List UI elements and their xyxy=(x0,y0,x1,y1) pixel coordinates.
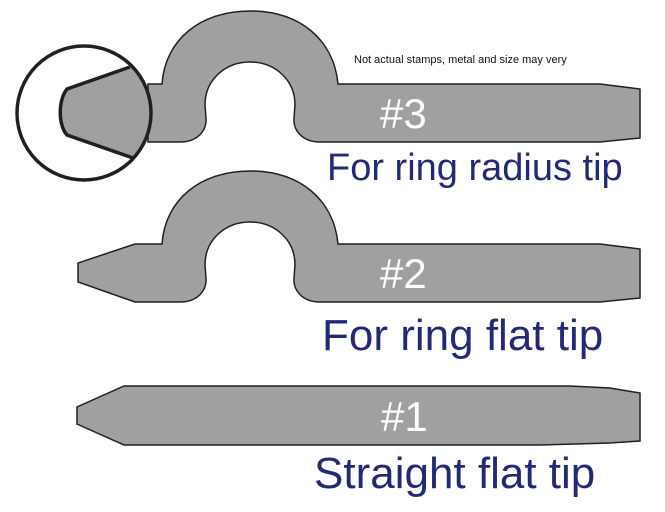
stamp-3-number: #3 xyxy=(380,90,427,137)
stamp-1-description: Straight flat tip xyxy=(314,449,596,498)
disclaimer-note: Not actual stamps, metal and size may ve… xyxy=(354,54,567,66)
stamp-3-description: For ring radius tip xyxy=(327,147,623,189)
detail-magnifier-icon xyxy=(15,44,153,182)
stamp-2-number: #2 xyxy=(380,250,427,297)
stamp-3-shape xyxy=(147,10,641,143)
stamp-2-description: For ring flat tip xyxy=(322,311,604,360)
stamp-2-shape xyxy=(77,170,641,303)
stamp-1-number: #1 xyxy=(381,393,428,440)
stamp-1-shape xyxy=(76,385,641,446)
